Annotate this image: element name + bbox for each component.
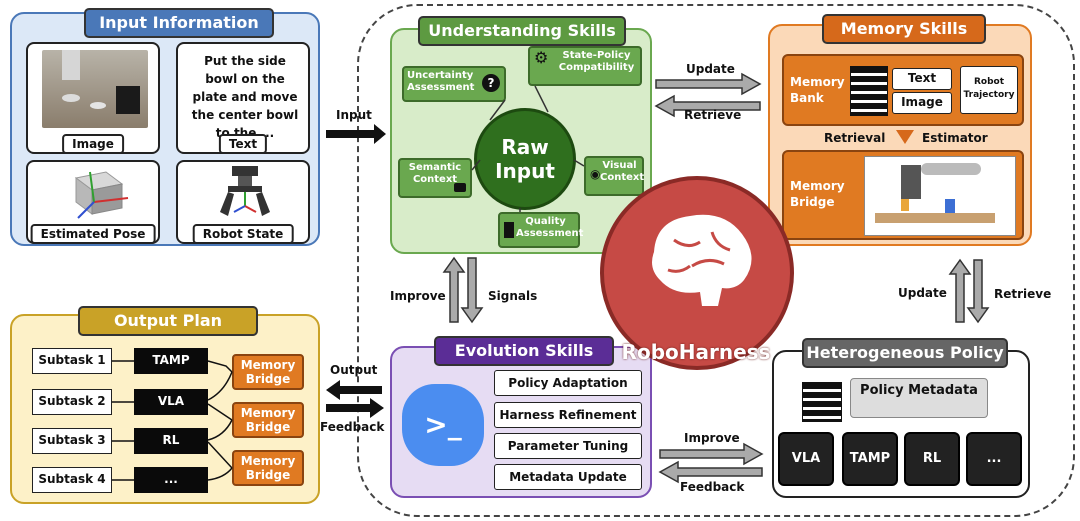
semantic-context-label: Semantic Context — [408, 162, 462, 185]
update-right-label: Update — [898, 286, 947, 300]
policy-vla-button: VLA — [778, 432, 834, 486]
subtask-2-method: VLA — [134, 389, 208, 415]
update-top-label: Update — [686, 62, 735, 76]
memory-bridge-label: Memory Bridge — [790, 179, 845, 209]
parameter-tuning-item: Parameter Tuning — [494, 433, 642, 459]
input-information-panel: Input Information Image Put the side bow… — [10, 8, 320, 246]
memory-bridge-box: Memory Bridge — [782, 150, 1024, 240]
evolution-skills-title: Evolution Skills — [434, 336, 614, 366]
uncertainty-assessment-label: Uncertainty Assessment — [407, 70, 475, 93]
scene-photo — [42, 50, 148, 128]
state-policy-label: State-Policy Compatibility — [558, 50, 635, 73]
robot-arm-icon: ⚙ — [534, 48, 549, 67]
metadata-update-item: Metadata Update — [494, 464, 642, 490]
memory-bank-box: Memory Bank Text Image Robot Trajectory — [782, 54, 1024, 126]
state-policy-box: ⚙ State-Policy Compatibility — [528, 46, 642, 86]
improve-left-label: Improve — [390, 289, 446, 303]
raw-input-circle: Raw Input — [474, 108, 576, 210]
input-information-title: Input Information — [84, 8, 274, 38]
subtask-3-label: Subtask 3 — [32, 428, 112, 454]
memory-bridge-box-2: Memory Bridge — [232, 402, 304, 438]
roboharness-region — [357, 4, 1075, 517]
estimator-label: Estimator — [922, 131, 988, 145]
policy-stack-icon — [802, 382, 842, 422]
image-card: Image — [26, 42, 160, 154]
memory-stack-icon — [850, 66, 888, 116]
brain-icon — [652, 214, 752, 306]
subtask-3-method: RL — [134, 428, 208, 454]
subtask-2-label: Subtask 2 — [32, 389, 112, 415]
policy-more-button: ... — [966, 432, 1022, 486]
roboharness-label: RoboHarness — [621, 340, 771, 364]
retrieve-top-label: Retrieve — [684, 108, 742, 122]
image-tag: Image — [892, 92, 952, 114]
raw-input-label: Raw Input — [495, 135, 555, 183]
roboharness-brain-circle — [600, 176, 794, 370]
heterogeneous-policy-title: Heterogeneous Policy — [802, 338, 1008, 368]
signals-label: Signals — [488, 289, 538, 303]
text-tag: Text — [892, 68, 952, 90]
subtask-1-label: Subtask 1 — [32, 348, 112, 374]
image-label: Image — [62, 134, 124, 154]
text-card: Put the side bowl on the plate and move … — [176, 42, 310, 154]
policy-adaptation-item: Policy Adaptation — [494, 370, 642, 396]
input-arrow-label: Input — [336, 108, 372, 122]
estimated-pose-label: Estimated Pose — [30, 224, 156, 244]
feedback-bottom-label: Feedback — [680, 480, 745, 494]
visual-context-box: ◉ Visual Context — [584, 156, 644, 196]
subtask-4-method: ... — [134, 467, 208, 493]
output-plan-title: Output Plan — [78, 306, 258, 336]
checklist-icon — [504, 222, 514, 238]
quality-assessment-label: Quality Assessment — [516, 216, 584, 239]
policy-metadata-box: Policy Metadata — [850, 378, 988, 418]
text-label: Text — [218, 134, 268, 154]
retrieve-right-label: Retrieve — [994, 287, 1052, 301]
robot-gripper-icon — [220, 166, 270, 216]
feedback-left-arrow-label: Feedback — [320, 420, 385, 434]
eye-icon: ◉ — [590, 167, 601, 181]
question-icon: ? — [482, 74, 500, 92]
chat-icon — [454, 183, 466, 192]
improve-bottom-label: Improve — [684, 431, 740, 445]
robot-state-card: Robot State — [176, 160, 310, 244]
output-arrow-label: Output — [330, 363, 378, 377]
memory-bridge-box-1: Memory Bridge — [232, 354, 304, 390]
robot-state-label: Robot State — [192, 224, 294, 244]
harness-refinement-item: Harness Refinement — [494, 402, 642, 428]
retrieval-label: Retrieval — [824, 131, 886, 145]
policy-rl-button: RL — [904, 432, 960, 486]
uncertainty-assessment-box: Uncertainty Assessment ? — [402, 66, 506, 102]
visual-context-label: Visual Context — [600, 160, 645, 183]
memory-bridge-box-3: Memory Bridge — [232, 450, 304, 486]
robot-trajectory-tag: Robot Trajectory — [960, 66, 1018, 114]
quality-assessment-box: Quality Assessment — [498, 212, 584, 248]
down-arrow-icon — [896, 130, 914, 144]
terminal-cloud-icon: >_ — [402, 384, 484, 466]
memory-bank-label: Memory Bank — [790, 75, 845, 105]
subtask-4-label: Subtask 4 — [32, 467, 112, 493]
semantic-context-box: Semantic Context — [398, 158, 472, 198]
pose-card: Estimated Pose — [26, 160, 160, 244]
subtask-1-method: TAMP — [134, 348, 208, 374]
policy-tamp-button: TAMP — [842, 432, 898, 486]
policy-metadata-label: Policy Metadata — [860, 383, 978, 398]
pose-cube-icon — [74, 171, 129, 219]
memory-bridge-scene — [864, 156, 1016, 236]
understanding-skills-title: Understanding Skills — [418, 16, 626, 46]
memory-skills-title: Memory Skills — [822, 14, 986, 44]
